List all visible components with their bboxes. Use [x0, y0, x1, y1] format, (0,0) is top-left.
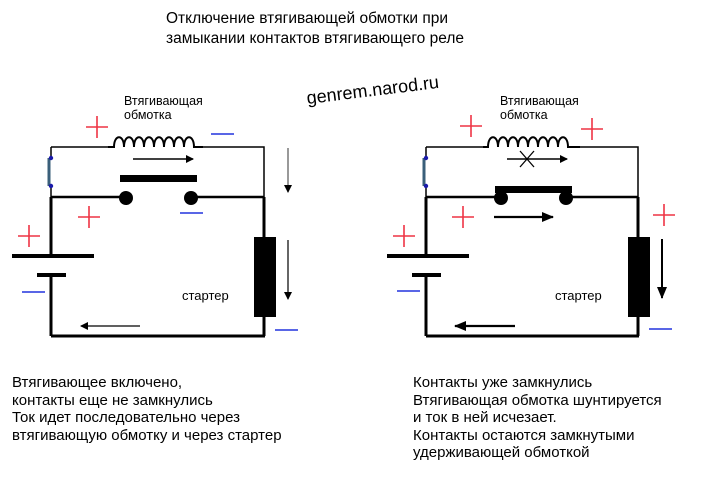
right-caption-line: удерживающей обмоткой [413, 444, 590, 461]
right-circuit [387, 115, 675, 338]
right-starter-label: стартер [555, 288, 602, 303]
right-contact-bridge [495, 186, 572, 193]
left-caption-line: контакты еще не замкнулись [12, 391, 213, 409]
plus-sign [460, 115, 482, 137]
right-coil-label: Втягивающая обмотка [500, 94, 579, 122]
right-caption-line: и ток в ней исчезает. [413, 409, 557, 426]
blocked-cross-icon [519, 150, 535, 168]
right-coil [483, 136, 580, 148]
left-starter-label: стартер [182, 288, 229, 303]
left-caption-line: втягивающую обмотку и через стартер [12, 426, 282, 444]
left-coil-label-line-1: Втягивающая [124, 94, 203, 108]
plus-sign [18, 225, 40, 247]
left-circuit [12, 116, 298, 338]
left-coil-label-line-2: обмотка [124, 108, 172, 122]
left-caption-line: Ток идет последовательно через [12, 409, 241, 426]
left-contact-bridge [120, 175, 197, 182]
right-key-switch-dot [423, 155, 429, 161]
left-caption-line: Втягивающее включено, [12, 374, 183, 391]
plus-sign [452, 206, 474, 228]
right-key-switch-dot [423, 183, 429, 189]
left-coil [108, 136, 203, 148]
plus-sign [581, 118, 603, 140]
left-key-switch-dot [48, 155, 54, 161]
diagram-title: Отключение втягивающей обмотки при замык… [166, 9, 464, 49]
right-contact-terminal [494, 191, 508, 205]
left-contact-terminal [119, 191, 133, 205]
plus-sign [393, 225, 415, 247]
plus-sign [653, 204, 675, 226]
right-coil-label-line-1: Втягивающая [500, 94, 579, 108]
left-key-switch-dot [48, 183, 54, 189]
left-top-wire [51, 146, 265, 197]
right-contact-terminal [559, 191, 573, 205]
right-caption-line: Контакты уже замкнулись [413, 374, 593, 391]
title-line-2: замыкании контактов втягивающего реле [166, 30, 465, 47]
left-contact-terminal [184, 191, 198, 205]
plus-sign [78, 206, 100, 228]
right-starter [628, 237, 650, 317]
left-coil-label: Втягивающая обмотка [124, 94, 203, 122]
right-caption-line: Втягивающая обмотка шунтируется [413, 391, 662, 409]
title-line-1: Отключение втягивающей обмотки при [166, 10, 449, 27]
right-coil-label-line-2: обмотка [500, 108, 548, 122]
plus-sign [86, 116, 108, 138]
right-caption: Контакты уже замкнулись Втягивающая обмо… [413, 374, 662, 462]
right-caption-line: Контакты остаются замкнутыми [413, 426, 635, 444]
right-top-wire [426, 146, 639, 197]
left-caption: Втягивающее включено, контакты еще не за… [12, 374, 282, 444]
left-starter [254, 237, 276, 317]
